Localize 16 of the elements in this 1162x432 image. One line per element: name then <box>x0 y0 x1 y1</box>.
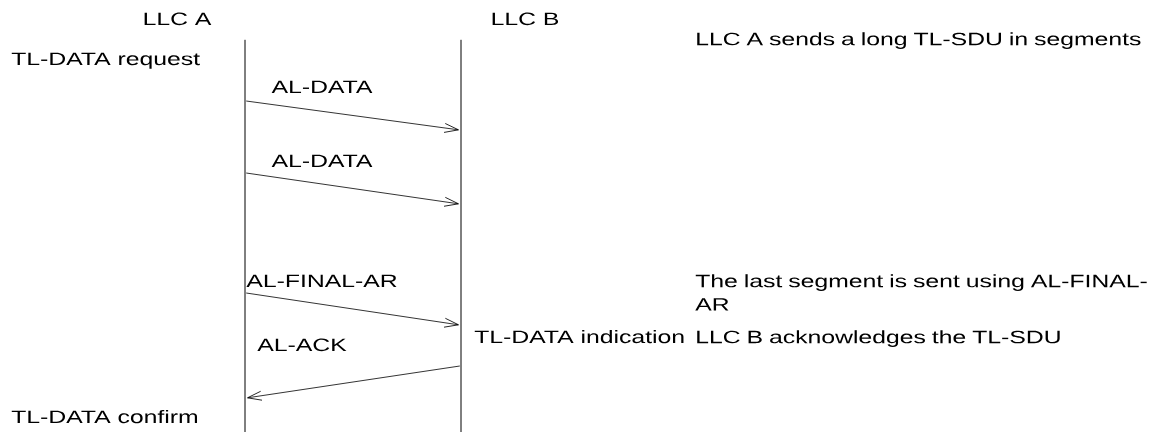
primitive-label: TL-DATA confirm <box>11 410 197 424</box>
message-arrow <box>247 365 461 401</box>
note: The last segment is sent using AL-FINAL-AR <box>695 274 1147 311</box>
note: LLC B acknowledges the TL-SDU <box>697 330 1060 347</box>
lifeline-heading: LLC B <box>492 12 559 26</box>
message-arrow <box>245 172 459 207</box>
message-label: AL-DATA <box>271 80 373 93</box>
message-arrow <box>245 292 459 328</box>
note: LLC A sends a long TL-SDU in segments <box>697 32 1141 49</box>
message-label: AL-ACK <box>257 338 347 352</box>
primitive-label: TL-DATA indication <box>474 330 684 344</box>
message-label: AL-FINAL-AR <box>246 274 397 287</box>
primitive-label: TL-DATA request <box>11 52 200 69</box>
message-label: AL-DATA <box>271 154 373 167</box>
lifeline-heading: LLC A <box>144 12 212 26</box>
message-arrow <box>245 100 459 133</box>
